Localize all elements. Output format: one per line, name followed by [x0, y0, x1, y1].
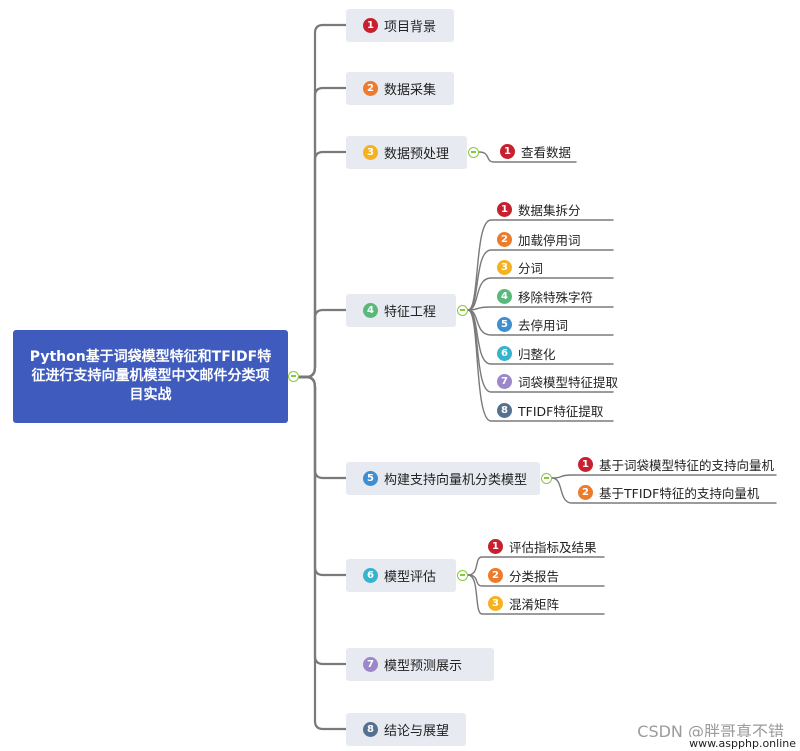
branch-topic[interactable]: 1 项目背景	[346, 9, 454, 42]
number-badge-icon: 4	[363, 303, 378, 318]
collapse-toggle-icon[interactable]	[541, 473, 552, 484]
branch-connector	[304, 375, 348, 480]
number-badge-icon: 2	[488, 567, 503, 583]
number-badge-icon: 5	[363, 471, 378, 486]
subtopic[interactable]: 1 数据集拆分	[493, 198, 581, 220]
subtopic[interactable]: 1 基于词袋模型特征的支持向量机	[574, 453, 774, 475]
number-badge-icon: 2	[497, 231, 512, 247]
branch-topic[interactable]: 4 特征工程	[346, 294, 456, 327]
subtopic[interactable]: 8 TFIDF特征提取	[493, 399, 603, 421]
subtopic[interactable]: 1 查看数据	[496, 140, 571, 162]
number-badge-icon: 1	[578, 456, 593, 472]
branch-topic-label: 项目背景	[384, 20, 437, 35]
branch-connector	[304, 375, 348, 666]
subtopic-label: 数据集拆分	[518, 202, 581, 218]
subtopic[interactable]: 3 分词	[493, 256, 543, 278]
number-badge-icon: 1	[488, 538, 503, 554]
subtopic-connector	[467, 556, 605, 576]
subtopic-label: 加载停用词	[518, 232, 581, 248]
branch-connector	[304, 308, 348, 379]
subtopic-connector	[467, 249, 614, 311]
subtopic-label: TFIDF特征提取	[518, 403, 604, 419]
number-badge-icon: 3	[497, 259, 512, 275]
subtopic[interactable]: 5 去停用词	[493, 313, 568, 335]
number-badge-icon: 3	[363, 145, 378, 160]
subtopic[interactable]: 7 词袋模型特征提取	[493, 370, 618, 392]
subtopic-label: 基于TFIDF特征的支持向量机	[599, 485, 760, 501]
subtopic[interactable]: 1 评估指标及结果	[484, 535, 597, 557]
root-collapse-toggle[interactable]	[288, 371, 299, 382]
branch-topic-label: 数据采集	[384, 83, 437, 98]
number-badge-icon: 7	[363, 657, 378, 672]
branch-topic-label: 数据预处理	[384, 147, 450, 162]
branch-connector	[304, 86, 348, 379]
branch-topic[interactable]: 7 模型预测展示	[346, 648, 494, 681]
subtopic[interactable]: 4 移除特殊字符	[493, 285, 593, 307]
number-badge-icon: 8	[497, 402, 512, 418]
subtopic-label: 归整化	[518, 346, 556, 362]
number-badge-icon: 5	[497, 316, 512, 332]
branch-connector	[304, 23, 348, 379]
branch-topic[interactable]: 2 数据采集	[346, 72, 454, 105]
site-url: www.aspphp.online	[687, 737, 798, 750]
subtopic[interactable]: 2 基于TFIDF特征的支持向量机	[574, 481, 759, 503]
subtopic-connector	[467, 219, 614, 311]
collapse-toggle-icon[interactable]	[457, 570, 468, 581]
number-badge-icon: 4	[497, 288, 512, 304]
subtopic-label: 词袋模型特征提取	[518, 374, 619, 390]
number-badge-icon: 8	[363, 722, 378, 737]
subtopic[interactable]: 2 加载停用词	[493, 228, 581, 250]
number-badge-icon: 7	[497, 373, 512, 389]
subtopic-connector	[478, 151, 577, 163]
branch-topic-label: 构建支持向量机分类模型	[384, 473, 528, 488]
subtopic-connector	[551, 477, 777, 504]
subtopic-label: 分词	[518, 260, 544, 276]
number-badge-icon: 6	[497, 345, 512, 361]
root-topic[interactable]: Python基于词袋模型特征和TFIDF特征进行支持向量机模型中文邮件分类项目实…	[13, 330, 288, 423]
branch-connector	[304, 150, 348, 379]
branch-topic-label: 结论与展望	[384, 724, 450, 739]
branch-topic[interactable]: 6 模型评估	[346, 559, 456, 592]
number-badge-icon: 1	[363, 18, 378, 33]
number-badge-icon: 6	[363, 568, 378, 583]
subtopic[interactable]: 2 分类报告	[484, 564, 559, 586]
subtopic-connector	[467, 309, 614, 422]
subtopic[interactable]: 6 归整化	[493, 342, 556, 364]
subtopic-label: 评估指标及结果	[509, 539, 597, 555]
subtopic-label: 查看数据	[521, 144, 572, 160]
collapse-toggle-icon[interactable]	[457, 305, 468, 316]
number-badge-icon: 2	[578, 484, 593, 500]
subtopic-label: 移除特殊字符	[518, 289, 594, 305]
branch-topic[interactable]: 3 数据预处理	[346, 136, 467, 169]
branch-topic-label: 模型评估	[384, 570, 437, 585]
subtopic-connector	[551, 474, 777, 479]
subtopic[interactable]: 3 混淆矩阵	[484, 592, 559, 614]
branch-topic[interactable]: 5 构建支持向量机分类模型	[346, 462, 540, 495]
root-topic-label: Python基于词袋模型特征和TFIDF特征进行支持向量机模型中文邮件分类项目实…	[29, 349, 272, 403]
number-badge-icon: 1	[497, 201, 512, 217]
subtopic-label: 混淆矩阵	[509, 596, 560, 612]
branch-topic[interactable]: 8 结论与展望	[346, 713, 466, 746]
subtopic-label: 去停用词	[518, 317, 569, 333]
subtopic-connector	[467, 306, 614, 311]
number-badge-icon: 2	[363, 81, 378, 96]
branch-topic-label: 特征工程	[384, 305, 437, 320]
watermark: CSDN @胖哥真不错	[637, 722, 784, 741]
branch-connector	[304, 375, 348, 577]
collapse-toggle-icon[interactable]	[468, 147, 479, 158]
subtopic-label: 基于词袋模型特征的支持向量机	[599, 457, 775, 473]
subtopic-connector	[467, 277, 614, 311]
number-badge-icon: 1	[500, 143, 515, 159]
subtopic-connector	[467, 574, 605, 615]
subtopic-label: 分类报告	[509, 568, 560, 584]
branch-topic-label: 模型预测展示	[384, 659, 463, 674]
number-badge-icon: 3	[488, 595, 503, 611]
branch-connector	[304, 375, 348, 731]
